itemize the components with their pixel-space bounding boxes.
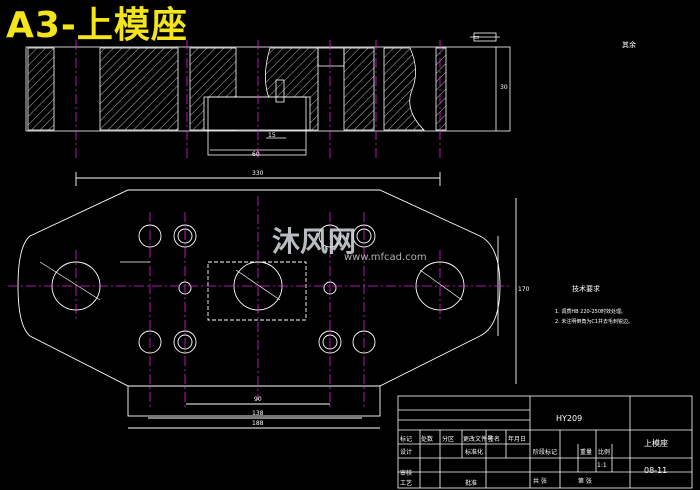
dim-side-height: 170 — [518, 286, 530, 293]
dim-bottom-inner: 138 — [252, 410, 264, 417]
tb-column: 比例 — [598, 449, 611, 456]
tb-sheet: 共 张 — [533, 478, 547, 485]
dim-bottom-inner2: 90 — [254, 396, 262, 403]
plan-center-lines — [8, 196, 510, 410]
dim-overall-width: 330 — [252, 170, 264, 177]
tb-header: 处数 — [421, 436, 434, 443]
tb-role: 设计 — [400, 449, 413, 456]
section-center-lines — [75, 40, 441, 160]
tb-role: 标准化 — [465, 449, 484, 456]
tech-note: 1. 调质HB 220-250时效处理。 — [555, 309, 627, 315]
material: 08-11 — [644, 466, 668, 475]
tb-header: 分区 — [442, 436, 455, 443]
dim-bottom-width: 188 — [252, 420, 264, 427]
leader-lines — [39, 261, 463, 301]
tb-sheet: 第 张 — [578, 478, 592, 485]
watermark-url: www.mfcad.com — [344, 252, 427, 263]
tech-requirements-heading: 技术要求 — [572, 285, 600, 293]
tb-header: 签名 — [488, 436, 501, 443]
tb-role: 工艺 — [400, 480, 413, 487]
corner-note: 其余 — [622, 41, 636, 49]
tb-header: 标记 — [400, 436, 413, 443]
drawing-code: HY209 — [556, 414, 583, 423]
roughness-label: ▭ — [473, 33, 480, 41]
dim-top-small: 15 — [268, 132, 276, 139]
part-name: 上模座 — [644, 439, 668, 448]
tb-column: 重量 — [580, 449, 593, 456]
tech-note: 2. 未注明倒角为C1并去毛刺锐边。 — [555, 319, 634, 325]
tb-column: 阶段标记 — [533, 449, 558, 456]
dim-top-depth: 60 — [252, 151, 260, 158]
tb-header: 年月日 — [508, 436, 527, 443]
plan-outline — [17, 172, 517, 429]
tb-role: 批准 — [465, 480, 478, 487]
tb-role: 审核 — [400, 470, 413, 477]
scale: 1:1 — [597, 462, 607, 469]
dim-inner-height: 30 — [500, 84, 508, 91]
watermark: 沐风网 — [272, 220, 356, 260]
tb-header: 更改文件号 — [463, 436, 494, 443]
section-view — [25, 32, 511, 156]
title-block — [397, 395, 693, 489]
drawing-title: A3-上模座 — [6, 5, 188, 46]
watermark-brand: 沐风网 — [272, 225, 357, 258]
